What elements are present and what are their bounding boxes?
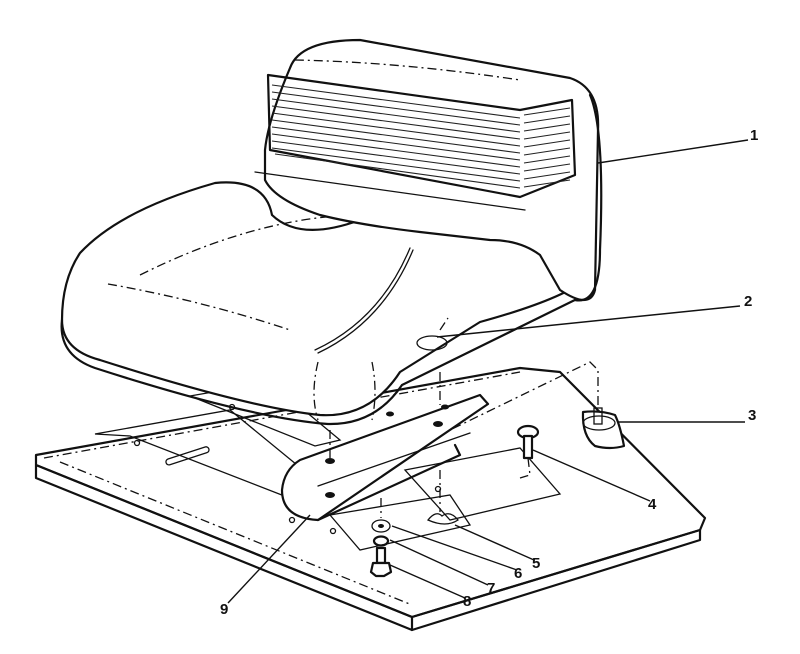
callout-4: 4: [648, 496, 657, 513]
leader-lines: [227, 139, 749, 604]
callout-9: 9: [220, 601, 229, 618]
seat-back: [254, 38, 603, 302]
callout-5: 5: [532, 555, 541, 572]
seat-cushion: [60, 181, 587, 460]
wing-nut: [426, 470, 459, 525]
fastener-stack: [369, 498, 393, 578]
callout-1: 1: [750, 127, 759, 144]
callout-7: 7: [487, 580, 496, 597]
callout-6: 6: [514, 565, 523, 582]
base-plate: [34, 366, 707, 632]
carriage-bolt: [516, 424, 540, 479]
adjustment-knob: [416, 317, 449, 351]
callout-8: 8: [463, 593, 472, 610]
bumper-stud: [449, 361, 626, 450]
seat-bracket: [280, 393, 490, 522]
callout-3: 3: [748, 407, 757, 424]
callout-2: 2: [744, 293, 753, 310]
